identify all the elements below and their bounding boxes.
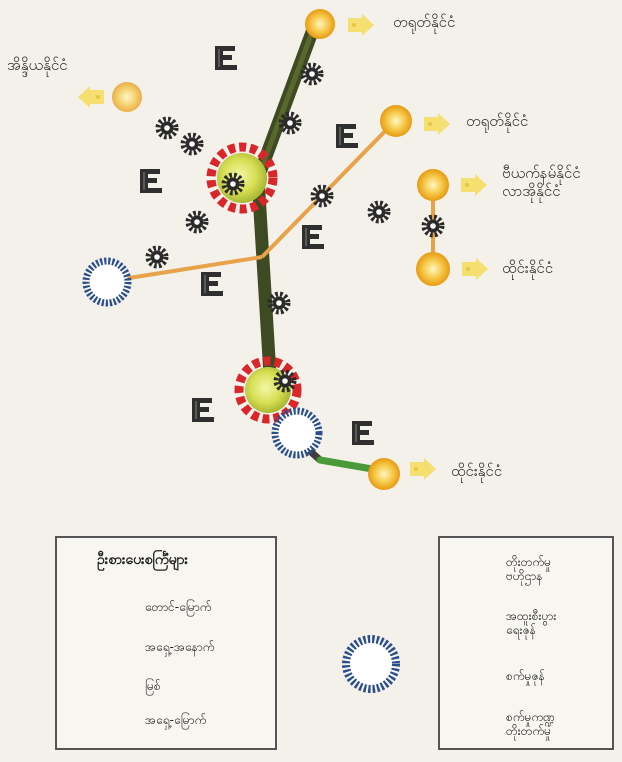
destination-node-india — [78, 82, 142, 112]
industrial-zone-gear-icon — [313, 187, 331, 205]
sez-ring-standalone — [342, 635, 400, 693]
industrial-zone-gear-icon — [370, 203, 388, 221]
industrial-zone-gear-icon — [303, 65, 321, 83]
destination-node-china-east — [380, 105, 450, 137]
sez-ring-west — [82, 257, 132, 307]
legend-corridors-title: ဦးစားပေးစင်္ကြံများ — [97, 552, 189, 568]
legend-label-industrial-development: စက်မှုကဏ္ဍ တိုးတက်မှု — [506, 710, 556, 738]
destination-label-india: အိန္ဒိယနိုင်ငံ — [7, 56, 68, 74]
destination-node-thailand-east — [416, 252, 488, 286]
destination-label-vietnam-laos: ဗီယက်နမ်နိုင်ငံ လာအိုနိုင်ငံ — [502, 164, 581, 200]
legend-corridors: ဦးစားပေးစင်္ကြံများ တောင်-မြောက် အရှေ့-အ… — [55, 536, 277, 750]
legend-label-northeast: အရှေ့-မြောက် — [145, 713, 207, 727]
legend-label-industrial-zone: စက်မှုဇုန် — [506, 669, 545, 683]
destination-label-thailand-south: ထိုင်းနိုင်ငံ — [451, 462, 503, 480]
legend-label-sez: အထူးစီးပွား ရေးဇုန် — [506, 609, 557, 637]
destination-node-thailand-south — [368, 458, 436, 490]
industrial-zone-gear-icon — [276, 372, 294, 390]
industrial-zone-gear-icon — [148, 248, 166, 266]
industrial-zone-gear-icon — [270, 294, 288, 312]
legend-symbols: တိုးတက်မှု ဗဟိုဌာန အထူးစီးပွား ရေးဇုန် စ… — [438, 536, 614, 750]
legend-label-north-south: တောင်-မြောက် — [145, 600, 212, 614]
industrial-zone-gear-icon — [424, 217, 442, 235]
destination-label-thailand-east: ထိုင်းနိုင်ငံ — [502, 259, 554, 277]
north-south-corridor-line — [251, 17, 322, 382]
industrial-zone-gear-icon — [281, 114, 299, 132]
destination-node-vietnam-laos — [417, 169, 487, 201]
legend-label-river: မြစ် — [145, 679, 161, 693]
industrial-zone-gear-icon — [224, 175, 242, 193]
destination-label-china-east: တရုတ်နိုင်ငံ — [466, 112, 529, 130]
legend-label-growth-center: တိုးတက်မှု ဗဟိုဌာန — [506, 555, 552, 583]
legend-label-east-west: အရှေ့-အနောက် — [145, 640, 215, 654]
industrial-zone-gear-icon — [158, 119, 176, 137]
sez-ring-south — [271, 407, 323, 459]
growth-center-north — [206, 142, 278, 214]
industrial-zone-gear-icon — [188, 213, 206, 231]
destination-label-china-north: တရုတ်နိုင်ငံ — [393, 13, 456, 31]
industrial-zone-gear-icon — [183, 135, 201, 153]
destination-node-china-north — [305, 9, 374, 39]
